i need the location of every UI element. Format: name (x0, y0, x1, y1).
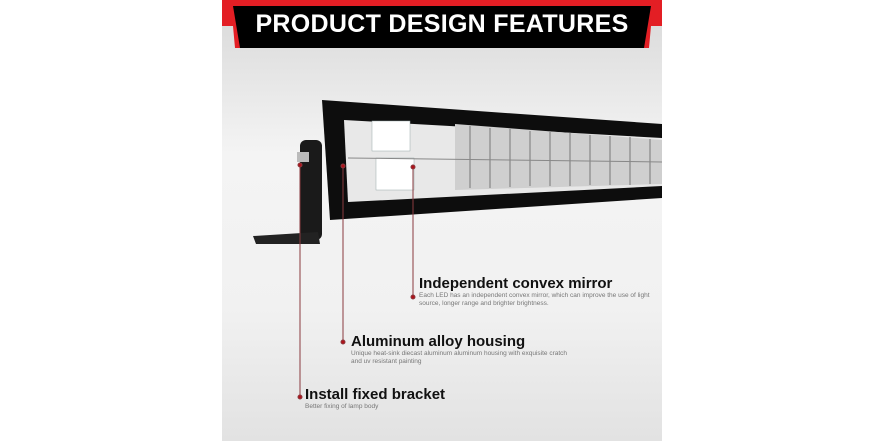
callout-lines (297, 162, 416, 400)
feature-title: Independent convex mirror (419, 275, 613, 292)
feature-title: Aluminum alloy housing (351, 333, 526, 350)
page-title: PRODUCT DESIGN FEATURES (255, 10, 629, 38)
led-light-bar (322, 100, 663, 220)
feature-description: Better fixing of lamp body (305, 403, 379, 410)
feature-aluminum-housing: Aluminum alloy housing Unique heat-sink … (351, 333, 571, 365)
feature-title: Install fixed bracket (305, 386, 446, 403)
black-banner (233, 6, 651, 48)
feature-description: Each LED has an independent convex mirro… (419, 292, 650, 307)
feature-fixed-bracket: Install fixed bracket Better fixing of l… (305, 386, 525, 411)
mounting-bracket (253, 140, 322, 244)
feature-description: Unique heat-sink diecast aluminum alumin… (351, 350, 568, 365)
product-image-panel (222, 0, 662, 441)
feature-convex-mirror: Independent convex mirror Each LED has a… (419, 275, 659, 307)
